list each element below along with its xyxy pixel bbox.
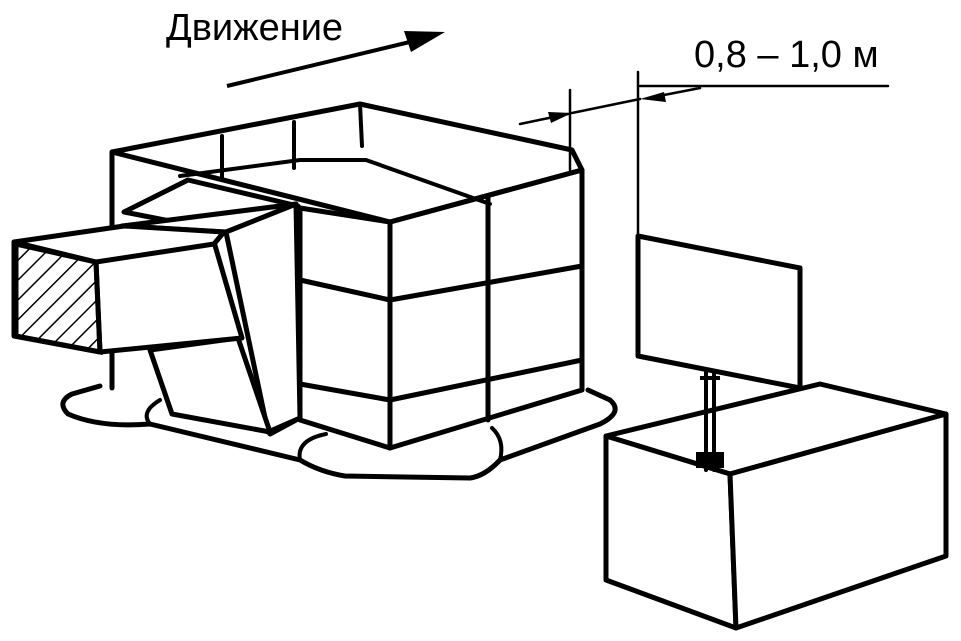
movement-label: Движение xyxy=(166,7,343,49)
cage-body xyxy=(109,101,585,451)
platform-base xyxy=(60,383,618,481)
distance-label: 0,8 – 1,0 м xyxy=(694,34,879,76)
conveyor-chute xyxy=(11,177,303,437)
collection-box xyxy=(603,381,949,631)
distance-dimension xyxy=(518,70,890,238)
signal-plate xyxy=(635,233,803,472)
movement-arrow xyxy=(226,31,445,88)
